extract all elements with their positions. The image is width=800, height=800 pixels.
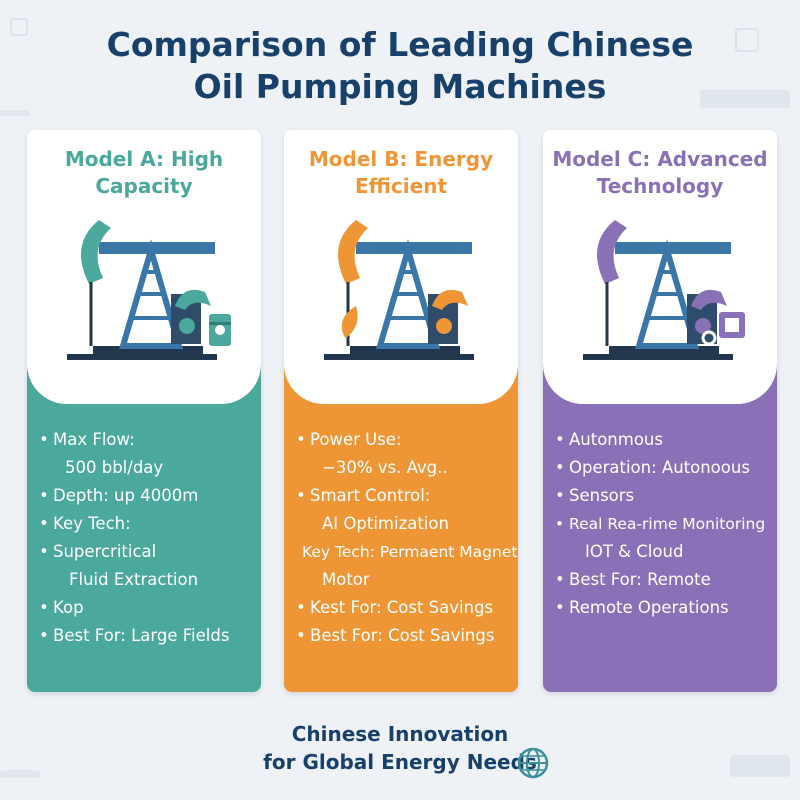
page-title-line-1: Comparison of Leading Chinese — [106, 25, 694, 64]
feature-item: Best For: Remote — [555, 566, 777, 594]
model-b-card: Model B: Energy Efficient Power Use: −30… — [284, 130, 518, 692]
footer-line-2: for Global Energy Needs — [263, 750, 537, 774]
feature-item: Kest For: Cost Savings — [296, 594, 518, 622]
pumpjack-with-leaf-icon — [324, 220, 474, 360]
feature-item: Smart Control: — [296, 482, 518, 510]
model-b-title-line-1: Model B: Energy — [308, 147, 494, 171]
model-a-feature-list: Max Flow: 500 bbl/day Depth: up 4000m Ke… — [39, 426, 261, 650]
feature-item: −30% vs. Avg.. — [322, 458, 448, 477]
pumpjack-with-chip-icon — [583, 220, 745, 360]
background-decoration — [0, 110, 30, 116]
model-a-title: Model A: High Capacity — [27, 146, 261, 200]
background-decoration — [0, 770, 40, 778]
model-a-title-line-2: Capacity — [95, 174, 193, 198]
feature-item: Power Use: — [296, 426, 518, 454]
feature-item: Supercritical — [39, 538, 261, 566]
feature-item: Kop — [39, 594, 261, 622]
pumpjack-with-oil-barrel-icon — [67, 220, 231, 360]
feature-item: Sensors — [555, 482, 777, 510]
model-b-title: Model B: Energy Efficient — [284, 146, 518, 200]
feature-item: Best For: Cost Savings — [296, 622, 518, 650]
model-b-card-header: Model B: Energy Efficient — [284, 130, 518, 404]
model-c-title: Model C: Advanced Technology — [543, 146, 777, 200]
footer-tagline: Chinese Innovation for Global Energy Nee… — [0, 720, 800, 776]
page-title-line-2: Oil Pumping Machines — [193, 67, 607, 106]
feature-item: Key Tech: — [39, 510, 261, 538]
feature-item: Autonmous — [555, 426, 777, 454]
feature-item: IOT & Cloud — [585, 542, 684, 561]
model-b-title-line-2: Efficient — [354, 174, 448, 198]
feature-item: Motor — [322, 570, 370, 589]
globe-icon — [517, 747, 549, 779]
model-c-title-line-1: Model C: Advanced — [552, 147, 768, 171]
feature-item: Depth: up 4000m — [39, 482, 261, 510]
feature-item: Fluid Extraction — [69, 570, 199, 589]
background-decoration — [10, 18, 28, 36]
footer-line-1: Chinese Innovation — [291, 722, 509, 746]
background-decoration — [700, 90, 790, 108]
feature-item: 500 bbl/day — [65, 458, 164, 477]
page-title: Comparison of Leading Chinese Oil Pumpin… — [0, 24, 800, 108]
model-c-feature-list: Autonmous Operation: Autonoous Sensors R… — [555, 426, 777, 622]
background-decoration — [735, 28, 759, 52]
feature-item: Remote Operations — [555, 594, 777, 622]
model-a-card: Model A: High Capacity Max Flow: 500 bbl… — [27, 130, 261, 692]
feature-item: AI Optimization — [322, 514, 449, 533]
background-decoration — [730, 755, 790, 777]
model-c-title-line-2: Technology — [596, 174, 724, 198]
feature-item: Key Tech: Permaent Magnet — [302, 543, 518, 561]
feature-item: Best For: Large Fields — [39, 622, 261, 650]
model-b-feature-list: Power Use: −30% vs. Avg.. Smart Control:… — [296, 426, 518, 650]
model-a-card-header: Model A: High Capacity — [27, 130, 261, 404]
feature-item: Max Flow: — [39, 426, 261, 454]
feature-item: Real Rea-rime Monitoring — [555, 510, 777, 538]
model-c-card: Model C: Advanced Technology Autonmous O… — [543, 130, 777, 692]
model-a-title-line-1: Model A: High — [64, 147, 224, 171]
model-c-card-header: Model C: Advanced Technology — [543, 130, 777, 404]
feature-item: Operation: Autonoous — [555, 454, 777, 482]
